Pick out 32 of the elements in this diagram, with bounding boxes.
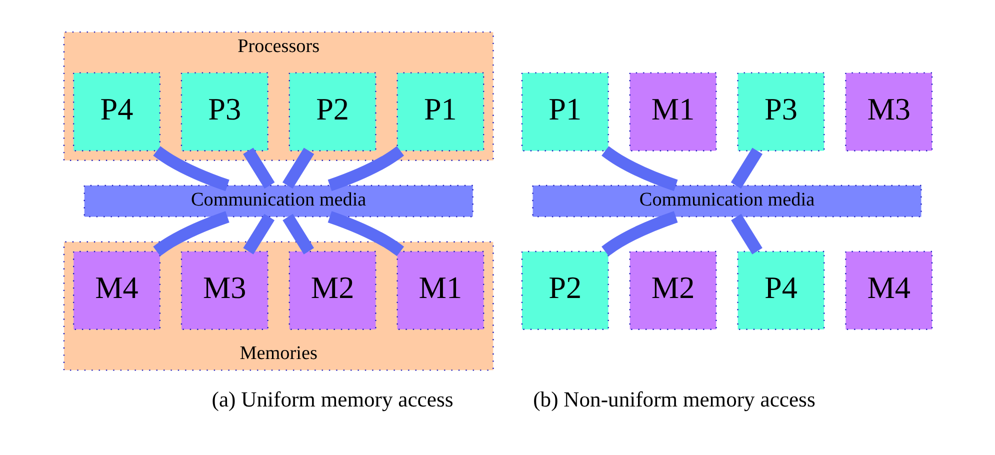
connector — [601, 211, 678, 256]
node-box: P2 — [288, 72, 376, 152]
connector — [242, 214, 274, 254]
node-box: M2 — [628, 250, 716, 330]
label: (a) Uniform memory access — [211, 388, 453, 412]
connector — [601, 146, 678, 192]
node-box: P3 — [180, 72, 268, 152]
connector — [327, 211, 404, 256]
connector — [282, 148, 314, 189]
connector — [327, 146, 404, 192]
node-box: M3 — [180, 250, 268, 330]
node-box: M1 — [396, 250, 484, 330]
connector — [282, 214, 314, 254]
node-box: M2 — [288, 250, 376, 330]
connector — [730, 214, 762, 254]
node-box: P4 — [736, 250, 824, 330]
connector — [730, 148, 762, 189]
connector — [242, 148, 274, 189]
node-box: M3 — [844, 72, 932, 152]
node-box: M1 — [628, 72, 716, 152]
node-box: P2 — [520, 250, 608, 330]
node-box: Communication media — [532, 184, 922, 218]
node-box: M4 — [844, 250, 932, 330]
node-box: P4 — [72, 72, 160, 152]
connector — [152, 146, 229, 192]
node-box: P1 — [520, 72, 608, 152]
node-box: P1 — [396, 72, 484, 152]
node-box: Communication media — [83, 184, 473, 218]
connector — [152, 211, 229, 256]
label: (b) Non-uniform memory access — [532, 388, 815, 412]
node-box: P3 — [736, 72, 824, 152]
node-box: M4 — [72, 250, 160, 330]
